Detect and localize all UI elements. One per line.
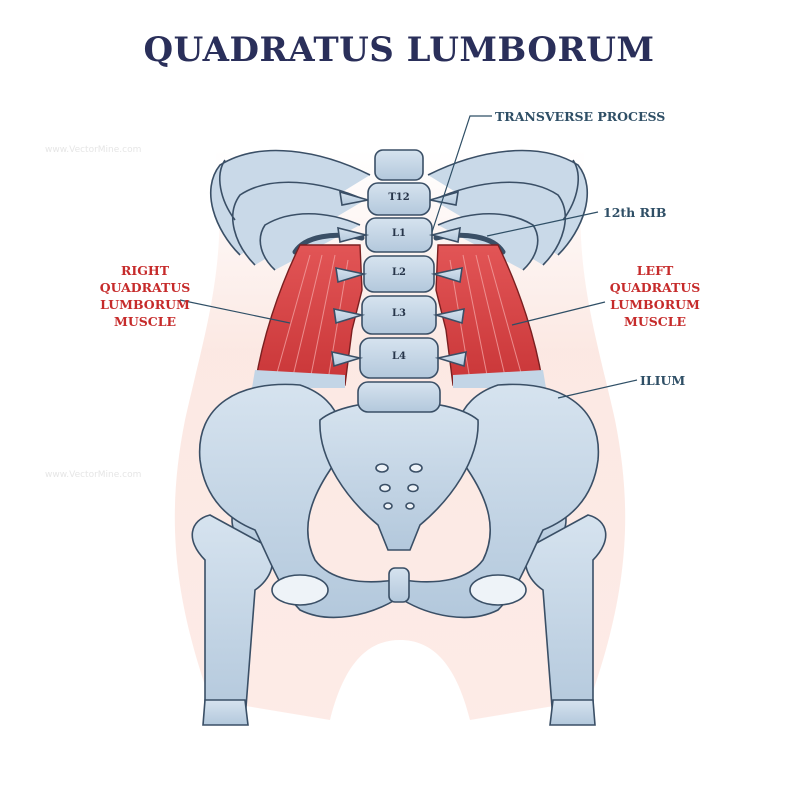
vertebra-label-l4: L4 — [392, 351, 406, 362]
vertebra-label-l2: L2 — [392, 267, 406, 278]
vertebra-label-l3: L3 — [392, 308, 406, 319]
vertebra-L3 — [333, 295, 465, 335]
label-right-quadratus-lumborum-muscle: RIGHT QUADRATUS LUMBORUM MUSCLE — [99, 263, 191, 329]
label-ilium: ILIUM — [640, 373, 686, 388]
vertebra-L1 — [337, 217, 461, 253]
label-transverse-process: TRANSVERSE PROCESS — [495, 109, 666, 124]
left-quadratus-lumborum-muscle — [435, 244, 546, 388]
pointer-lines — [179, 115, 638, 399]
vertebra-label-t12: T12 — [388, 192, 410, 203]
pelvis — [198, 383, 600, 619]
label-left-quadratus-lumborum-muscle: LEFT QUADRATUS LUMBORUM MUSCLE — [609, 263, 701, 329]
vertebra-L2 — [335, 255, 463, 293]
vertebra-label-l1: L1 — [392, 228, 406, 239]
right-quadratus-lumborum-muscle — [252, 244, 363, 388]
watermark: www.VectorMine.com — [45, 145, 142, 155]
page-title: QUADRATUS LUMBORUM — [143, 30, 655, 70]
spine — [331, 149, 467, 413]
vertebra-T12 — [339, 182, 459, 216]
ribcage-right — [210, 149, 371, 271]
vertebra-L4 — [331, 337, 467, 379]
watermark: www.VectorMine.com — [45, 470, 142, 480]
label-12th-rib: 12th RIB — [603, 205, 667, 220]
